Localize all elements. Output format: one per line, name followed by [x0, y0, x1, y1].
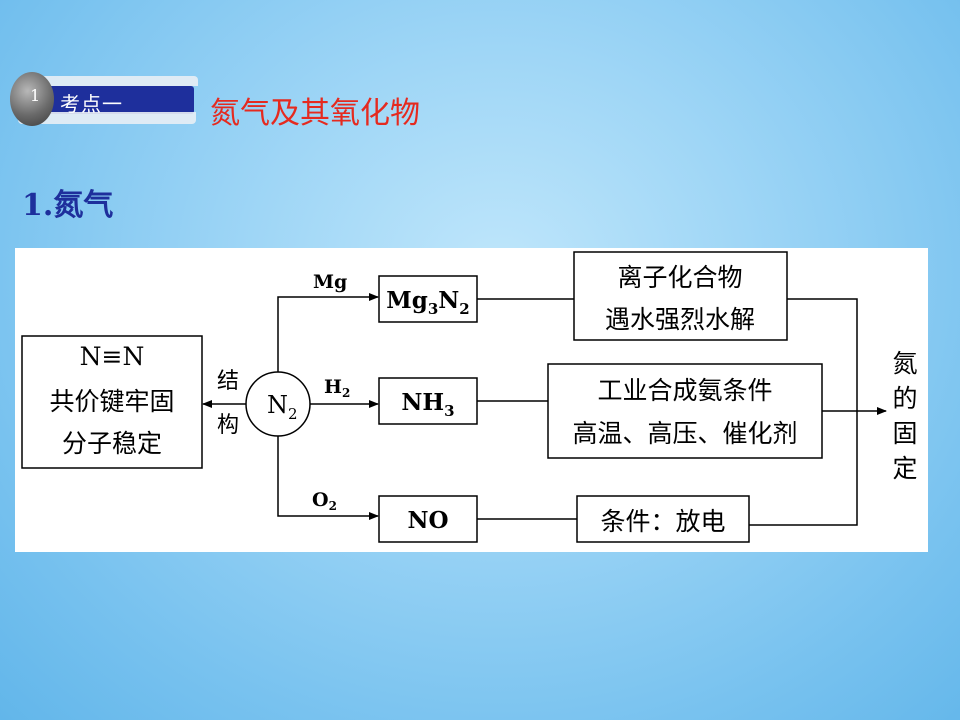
- reagent-o2: O2: [312, 489, 337, 513]
- bond-description: 共价键牢固: [49, 387, 174, 416]
- note-ionic-line-2: 遇水强烈水解: [605, 305, 755, 334]
- branch-line-mg: [277, 293, 379, 372]
- note-box-ionic: [573, 251, 788, 341]
- bond-formula: N≡N: [80, 342, 145, 371]
- product-no: NO: [407, 507, 448, 534]
- branch-line-o2: [277, 436, 379, 520]
- topic-title: 氮气及其氧化物: [210, 96, 420, 131]
- fixation-char-1: 氮: [892, 349, 917, 378]
- structure-label-1: 结: [217, 369, 239, 394]
- section-title: 1.氮气: [22, 188, 114, 223]
- reagent-mg: Mg: [313, 271, 347, 293]
- note-synthesis-line-1: 工业合成氨条件: [597, 376, 772, 405]
- section-header: 1 考点一 氮气及其氧化物: [10, 72, 470, 132]
- fixation-char-3: 固: [892, 419, 917, 448]
- stability-description: 分子稳定: [62, 429, 162, 458]
- note-discharge: 条件：放电: [600, 507, 725, 536]
- tab-highlight-top: [20, 76, 198, 86]
- reagent-h2: H2: [324, 376, 350, 400]
- n2-label: N2: [267, 391, 298, 423]
- note-synthesis-line-2: 高温、高压、催化剂: [572, 419, 797, 448]
- product-nh3: NH3: [401, 389, 454, 420]
- tab-label: 考点一: [60, 92, 123, 116]
- tab-number: 1: [30, 86, 41, 105]
- note-ionic-line-1: 离子化合物: [617, 263, 742, 292]
- diagram-canvas: N≡N 共价键牢固 分子稳定 结 构 N2 Mg H2 O2 Mg3N2 NH3…: [21, 251, 918, 543]
- product-mg3n2: Mg3N2: [386, 287, 469, 318]
- structure-label-2: 构: [217, 413, 239, 438]
- note-box-discharge: [576, 495, 750, 543]
- fixation-char-4: 定: [892, 454, 917, 483]
- collector-line: [749, 298, 858, 526]
- nitrogen-diagram: N≡N 共价键牢固 分子稳定 结 构 N2 Mg H2 O2 Mg3N2 NH3…: [15, 248, 928, 552]
- orb-icon: [10, 72, 54, 126]
- tab-highlight-bottom: [18, 112, 196, 124]
- fixation-char-2: 的: [892, 384, 917, 413]
